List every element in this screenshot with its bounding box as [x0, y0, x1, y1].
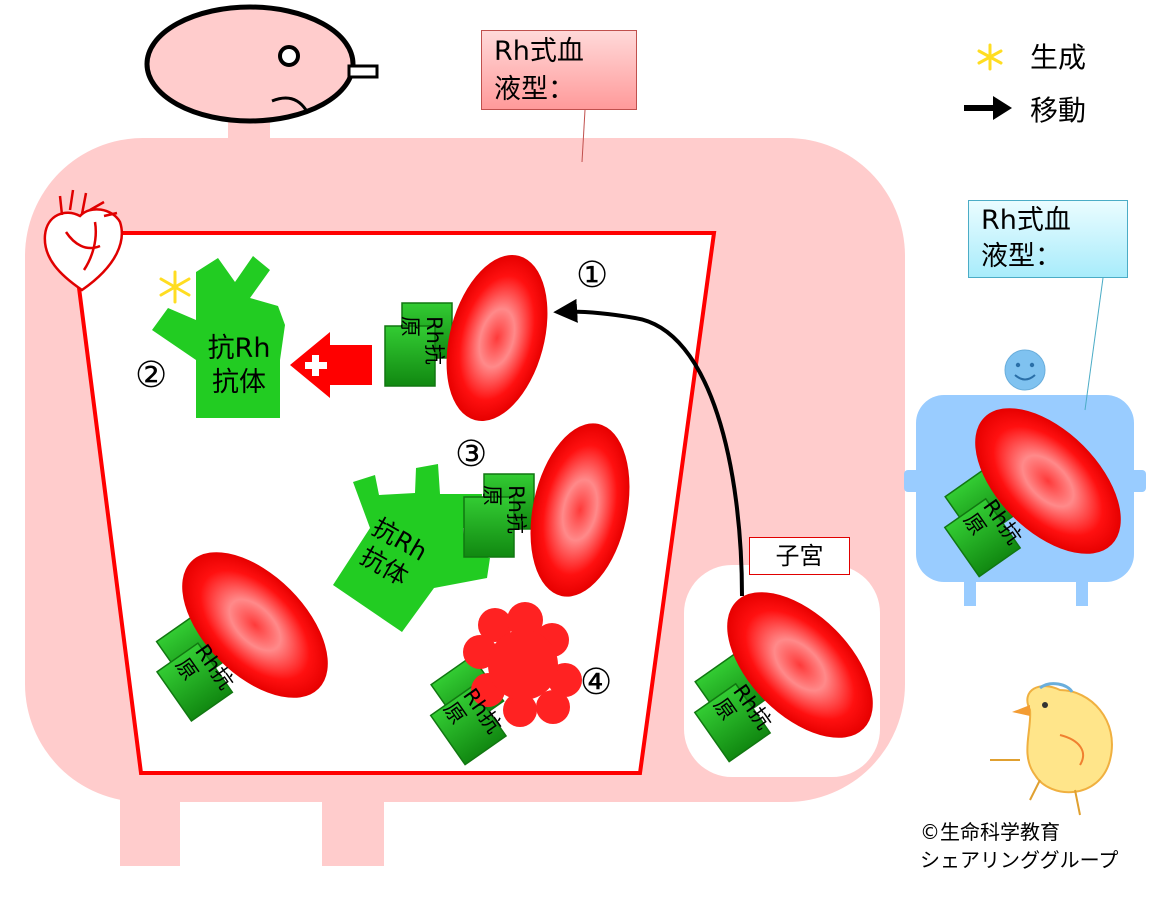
antigen-step3: [463, 473, 535, 558]
antigen-label-step1-line2: 原: [398, 316, 422, 337]
antibody-label-step2-line2: 抗体: [212, 367, 266, 398]
rbc-step4: [429, 602, 582, 766]
child-blood-type-label: Rh式血 液型：: [968, 200, 1128, 278]
rbc-cell-step1: [446, 255, 548, 421]
mother-callout-pointer: [581, 109, 586, 163]
lysed-cell-step4: [463, 602, 582, 727]
antigen-label-step3: Rh抗 原: [480, 485, 528, 534]
antigen-label-step1: Rh抗 原: [398, 316, 446, 365]
rbc-cell-step3: [530, 423, 630, 597]
antigen-label-step3-line2: 原: [480, 485, 504, 506]
rbc-womb: [693, 592, 873, 763]
mother-head: [144, 4, 356, 124]
antibody-step2: [152, 256, 285, 418]
antibody-label-step2-line1: 抗Rh: [207, 333, 271, 364]
child: [904, 349, 1146, 606]
mother-mouth: [271, 96, 308, 111]
child-arm-right: [1130, 470, 1146, 492]
antibody-label-step2: 抗Rh 抗体: [200, 332, 278, 400]
antigen-label-step3-line1: Rh抗: [504, 485, 528, 534]
antibody-step3: [333, 464, 490, 632]
step-4-number: ④: [580, 662, 613, 703]
antigen-child: [943, 466, 1022, 578]
legend-asterisk-icon: [977, 43, 1003, 71]
rbc-cell-womb: [727, 592, 873, 738]
legend-movement-label: 移動: [1030, 94, 1087, 127]
mother-label-line1: Rh式血: [494, 36, 584, 67]
credit-line1: ©生命科学教育: [920, 820, 1060, 844]
credit-line2: シェアリンググループ: [920, 848, 1119, 872]
mother-label-line2: 液型：: [494, 74, 575, 105]
smiley-icon: [1004, 349, 1046, 391]
rbc-step1: [384, 255, 548, 421]
plus-arrow-icon: [290, 332, 372, 398]
antigen-womb: [693, 651, 772, 763]
step-1-number: ①: [576, 255, 609, 296]
child-label-line2: 液型：: [981, 241, 1062, 272]
credit: ©生命科学教育 シェアリンググループ: [920, 818, 1118, 874]
mother-blood-type-label: Rh式血 液型：: [481, 30, 637, 110]
mother-eye: [278, 45, 300, 67]
heart-icon: [43, 189, 124, 292]
womb-label: 子宮: [749, 537, 850, 575]
child-label-line1: Rh式血: [981, 205, 1071, 236]
rbc-child: [943, 408, 1121, 578]
arrow-right-icon: [964, 96, 1012, 120]
antigen-step1: [384, 302, 453, 387]
legend-generation-label: 生成: [1030, 41, 1087, 74]
mother-nose: [347, 64, 379, 79]
asterisk-icon: [159, 270, 191, 304]
step-3-number: ③: [455, 434, 488, 475]
step-2-number: ②: [135, 355, 168, 396]
child-callout-pointer: [1084, 277, 1104, 411]
rbc-step3: [463, 423, 630, 597]
rbc-cell-bottom-left: [182, 552, 328, 698]
rbc-cell-child: [975, 408, 1121, 554]
rbc-bottom-left: [155, 552, 328, 722]
movement-arrow: [553, 298, 744, 597]
child-arm-left: [904, 470, 920, 492]
chick-illustration: [990, 682, 1113, 816]
antigen-label-step1-line1: Rh抗: [422, 316, 446, 365]
